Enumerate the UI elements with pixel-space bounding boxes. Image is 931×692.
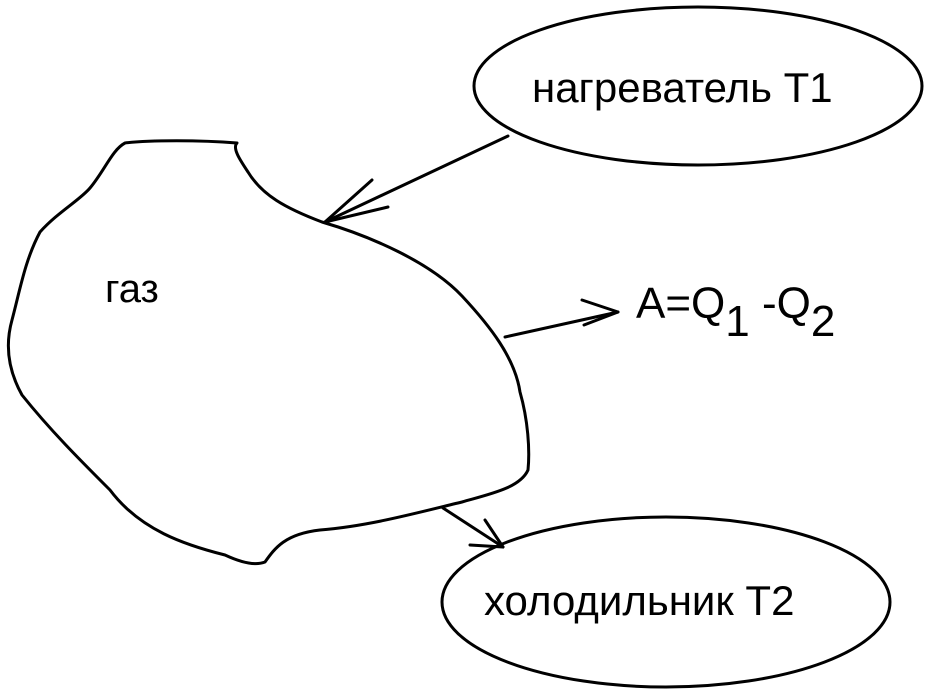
work-out-arrow (503, 298, 620, 339)
work-formula-sub2: 2 (811, 297, 835, 346)
work-formula-sub1: 1 (725, 297, 749, 346)
cooler-ellipse (440, 515, 892, 689)
heat-out-arrow (441, 506, 505, 549)
work-formula-minus: -Q (750, 279, 811, 328)
gas-label: газ (105, 267, 159, 311)
gas-blob (6, 139, 531, 566)
heat-in-arrow (323, 134, 510, 224)
work-formula-prefix: A=Q (636, 279, 725, 328)
work-formula: A=Q1 -Q2 (636, 279, 835, 346)
cooler-label: холодильник Т2 (484, 577, 794, 624)
heater-ellipse (472, 5, 924, 167)
heater-label: нагреватель Т1 (532, 64, 833, 111)
